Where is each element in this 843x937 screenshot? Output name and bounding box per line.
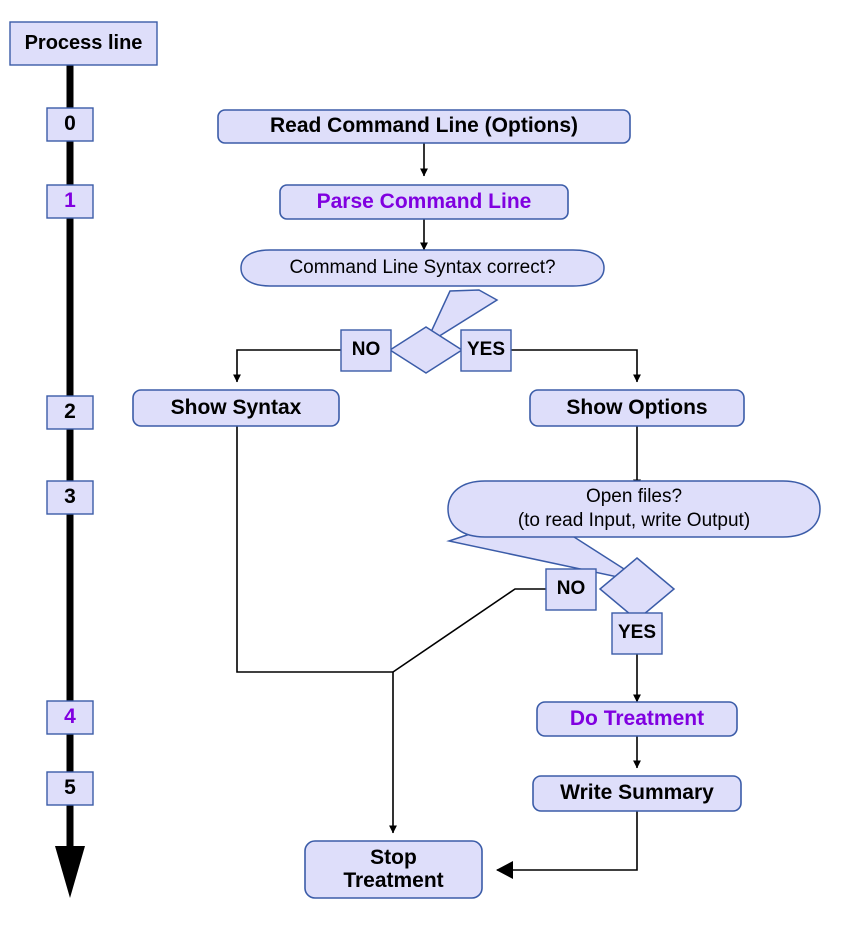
- branch-label-box-openfiles-yes: [611, 612, 663, 655]
- connector-syntax-no-to-show-syntax: [233, 349, 341, 383]
- branch-label-box-syntax-no: [340, 329, 392, 372]
- connector-openfiles-no-to-stop: [392, 588, 546, 673]
- timeline-step-box-2: [46, 395, 94, 430]
- node-write-summary-shape: [532, 775, 742, 812]
- branch-label-box-syntax-yes: [460, 329, 512, 372]
- timeline-step-box-1: [46, 184, 94, 219]
- connector-syntax-yes-to-show-options: [511, 349, 641, 383]
- node-show-options-shape: [529, 389, 745, 427]
- node-read-command-line-shape: [217, 109, 631, 144]
- flow-connectors: [233, 143, 641, 879]
- timeline-header-box: [9, 21, 158, 66]
- node-stop-treatment-shape: [304, 840, 483, 899]
- decision-syntax-correct-diamond: [388, 326, 464, 374]
- connector-show-syntax-to-stop: [236, 425, 397, 834]
- node-do-treatment-shape: [536, 701, 738, 737]
- timeline-step-box-3: [46, 480, 94, 515]
- timeline-end-arrow: [55, 846, 85, 898]
- timeline-step-box-5: [46, 771, 94, 806]
- node-show-syntax-shape: [132, 389, 340, 427]
- timeline-step-box-4: [46, 700, 94, 735]
- timeline-step-box-0: [46, 107, 94, 142]
- node-parse-command-line-shape: [279, 184, 569, 220]
- connector-write-summary-to-stop: [496, 811, 638, 879]
- branch-label-box-openfiles-no: [545, 568, 597, 611]
